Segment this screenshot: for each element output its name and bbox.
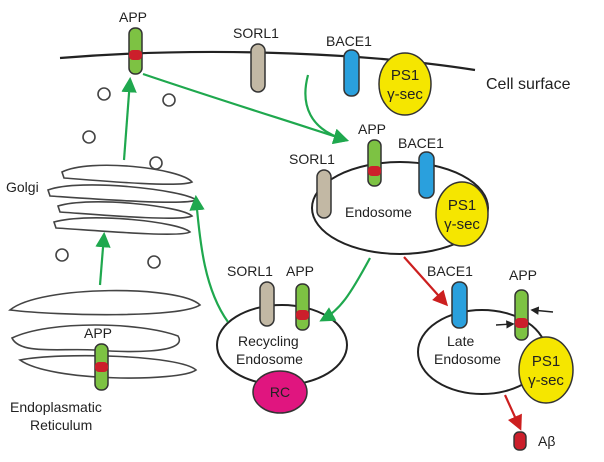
cleavage-site-arrows [495, 306, 554, 329]
app-protein-late [514, 289, 529, 341]
cell-membrane [59, 50, 476, 72]
label-late-bace1: BACE1 [427, 263, 473, 279]
label-er-line1: Endoplasmatic [10, 399, 102, 415]
ps1-complex-surface [378, 52, 432, 116]
label-golgi: Golgi [6, 179, 39, 195]
ps1-complex-endosome [435, 181, 489, 247]
sorl1-protein-endosome [316, 169, 332, 219]
abeta-fragment [513, 431, 527, 451]
label-ps1-late-1: PS1 [532, 353, 560, 370]
label-endosome-bace1: BACE1 [398, 135, 444, 151]
label-endosome-app: APP [358, 121, 386, 137]
sorl1-protein-surface [250, 43, 266, 93]
label-recycling-line1: Recycling [238, 333, 299, 349]
label-rc: RC [270, 384, 290, 400]
label-recycling-app: APP [286, 263, 314, 279]
ps1-complex-late [518, 336, 574, 404]
label-ps1-surface-1: PS1 [391, 67, 419, 84]
label-ps1-surface-2: γ-sec [387, 86, 423, 103]
trafficking-arrows-green [95, 72, 371, 323]
label-app-top: APP [119, 9, 147, 25]
golgi-apparatus [46, 164, 198, 235]
label-recycling-line2: Endosome [236, 351, 303, 367]
sorl1-protein-recycling [259, 281, 275, 327]
processing-arrows-red [403, 256, 522, 431]
label-late-line2: Endosome [434, 351, 501, 367]
label-late-line1: Late [447, 333, 474, 349]
app-protein-endosome [367, 139, 382, 187]
app-protein-recycling [295, 283, 310, 331]
label-er-line2: Reticulum [30, 417, 92, 433]
label-bace1-top: BACE1 [326, 33, 372, 49]
label-recycling-sorl1: SORL1 [227, 263, 273, 279]
label-er-app: APP [84, 325, 112, 341]
label-cell-surface: Cell surface [486, 76, 571, 93]
label-ps1-late-2: γ-sec [528, 372, 564, 389]
vesicles [55, 87, 176, 269]
app-protein-surface [128, 27, 143, 75]
label-sorl1-top: SORL1 [233, 25, 279, 41]
label-endosome: Endosome [345, 204, 412, 220]
label-late-app: APP [509, 267, 537, 283]
bace1-protein-endosome [418, 151, 435, 199]
bace1-protein-late [451, 281, 468, 329]
app-protein-er [94, 343, 109, 391]
label-ps1-endosome-1: PS1 [448, 197, 476, 214]
label-endosome-sorl1: SORL1 [289, 151, 335, 167]
bace1-protein-surface [343, 49, 360, 97]
label-ps1-endosome-2: γ-sec [444, 216, 480, 233]
rc-complex [252, 370, 308, 414]
label-abeta: Aβ [538, 433, 555, 449]
